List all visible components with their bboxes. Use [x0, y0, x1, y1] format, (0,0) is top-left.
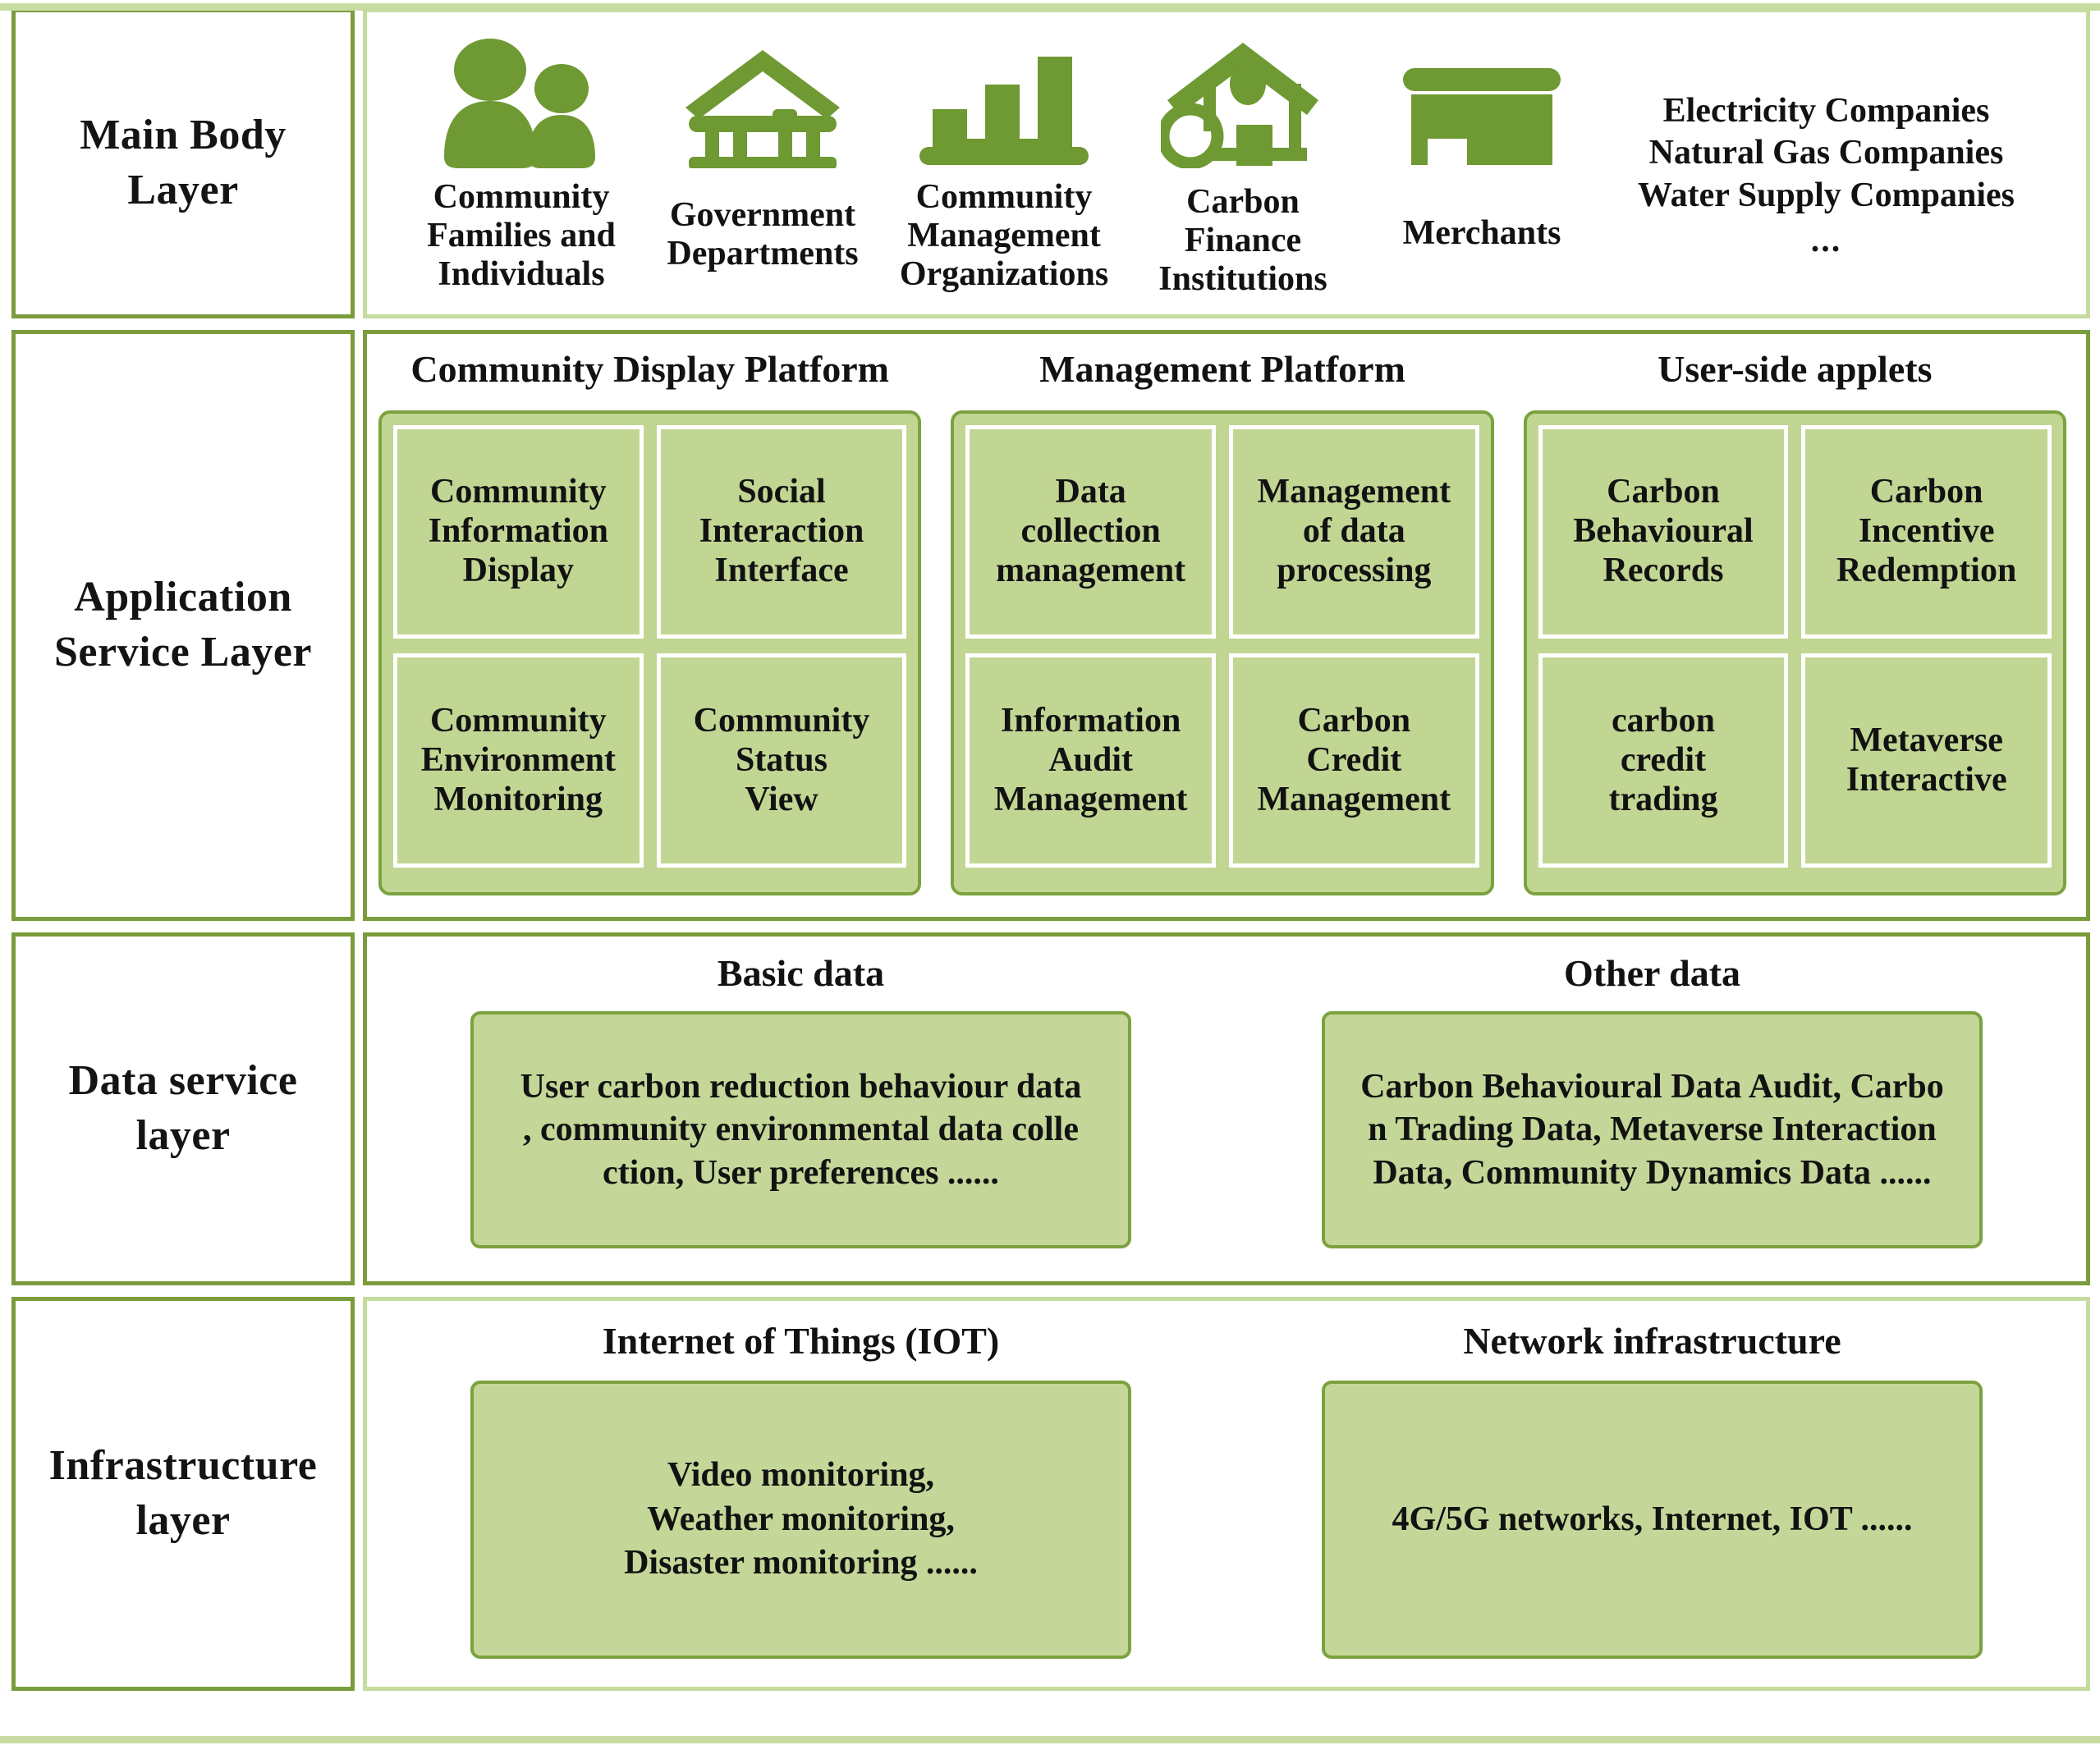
- data-group-content: User carbon reduction behaviour data , c…: [520, 1067, 1082, 1192]
- platform-title: Community Display Platform: [410, 348, 889, 390]
- data-group-other-data: Other data Carbon Behavioural Data Audit…: [1268, 951, 2037, 1248]
- module-group: Community Information Display Social Int…: [378, 410, 922, 895]
- utility-companies-text: Electricity Companies Natural Gas Compan…: [1638, 92, 2015, 214]
- actor-community-families[interactable]: Community Families and Individuals: [398, 30, 644, 294]
- module-label: Carbon Incentive Redemption: [1836, 473, 2017, 589]
- actor-label: Community Management Organizations: [899, 178, 1109, 294]
- infrastructure-groups: Internet of Things (IOT) Video monitorin…: [367, 1301, 2086, 1687]
- data-group-basic-data: Basic data User carbon reduction behavio…: [416, 951, 1185, 1248]
- infra-group-title: Network infrastructure: [1463, 1320, 1841, 1362]
- module-community-environment-monitoring[interactable]: Community Environment Monitoring: [393, 653, 644, 868]
- shop-icon: [1400, 30, 1564, 168]
- module-information-audit-management[interactable]: Information Audit Management: [965, 653, 1216, 868]
- bar-chart-icon: [918, 30, 1090, 168]
- layer-label-text: Data service layer: [68, 1057, 298, 1159]
- platform-title: Management Platform: [1039, 348, 1405, 390]
- data-groups: Basic data User carbon reduction behavio…: [367, 937, 2086, 1281]
- layer-label-application-service: Application Service Layer: [11, 330, 355, 921]
- utility-companies-list: Electricity Companies Natural Gas Compan…: [1638, 30, 2015, 304]
- module-group: Carbon Behavioural Records Carbon Incent…: [1523, 410, 2066, 895]
- actor-label: Government Departments: [667, 196, 859, 273]
- data-group-content: Carbon Behavioural Data Audit, Carbo n T…: [1360, 1067, 1944, 1192]
- module-group: Data collection management Management of…: [951, 410, 1494, 895]
- house-leaf-icon: [1161, 30, 1325, 168]
- platform-user-side-applets: User-side applets Carbon Behavioural Rec…: [1523, 348, 2066, 895]
- data-group-title: Other data: [1563, 952, 1741, 994]
- module-label: Carbon Credit Management: [1257, 701, 1451, 818]
- module-carbon-behavioural-records[interactable]: Carbon Behavioural Records: [1538, 424, 1789, 639]
- actor-merchants[interactable]: Merchants: [1375, 30, 1589, 253]
- layer-label-main-body: Main Body Layer: [11, 8, 355, 318]
- platform-community-display: Community Display Platform Community Inf…: [378, 348, 922, 895]
- layer-body-infrastructure: Internet of Things (IOT) Video monitorin…: [363, 1297, 2090, 1691]
- data-group-title: Basic data: [717, 952, 885, 994]
- government-building-icon: [681, 30, 845, 168]
- actor-label: Community Families and Individuals: [427, 178, 616, 294]
- module-label: Data collection management: [996, 473, 1186, 589]
- layer-main-body: Main Body Layer Community Families and I…: [11, 8, 2090, 318]
- module-management-of-data-processing[interactable]: Management of data processing: [1228, 424, 1479, 639]
- top-accent-band: [0, 3, 2100, 11]
- module-label: Community Status View: [693, 701, 870, 818]
- module-community-information-display[interactable]: Community Information Display: [393, 424, 644, 639]
- layer-infrastructure: Infrastructure layer Internet of Things …: [11, 1297, 2090, 1691]
- utility-companies-ellipsis: ...: [1810, 221, 1842, 259]
- module-metaverse-interactive[interactable]: Metaverse Interactive: [1801, 653, 2052, 868]
- module-label: Carbon Behavioural Records: [1573, 473, 1754, 589]
- layer-application-service: Application Service Layer Community Disp…: [11, 330, 2090, 921]
- actor-government-departments[interactable]: Government Departments: [648, 30, 878, 273]
- module-label: carbon credit trading: [1608, 701, 1718, 818]
- layer-body-main-body: Community Families and Individuals: [363, 8, 2090, 318]
- layer-label-text: Application Service Layer: [53, 574, 313, 676]
- infra-group-network: Network infrastructure 4G/5G networks, I…: [1268, 1319, 2037, 1659]
- module-data-collection-management[interactable]: Data collection management: [965, 424, 1216, 639]
- platform-columns: Community Display Platform Community Inf…: [367, 334, 2086, 917]
- module-label: Social Interaction Interface: [699, 473, 864, 589]
- infra-group-iot: Internet of Things (IOT) Video monitorin…: [416, 1319, 1185, 1659]
- actor-carbon-finance-institutions[interactable]: Carbon Finance Institutions: [1132, 30, 1354, 299]
- infra-group-box[interactable]: Video monitoring, Weather monitoring, Di…: [470, 1381, 1132, 1659]
- module-label: Management of data processing: [1257, 473, 1451, 589]
- layer-data-service: Data service layer Basic data User carbo…: [11, 932, 2090, 1285]
- layer-body-application-service: Community Display Platform Community Inf…: [363, 330, 2090, 921]
- actor-label: Merchants: [1402, 214, 1561, 252]
- platform-management: Management Platform Data collection mana…: [951, 348, 1494, 895]
- infra-group-content: Video monitoring, Weather monitoring, Di…: [624, 1455, 978, 1582]
- layer-label-text: Main Body Layer: [80, 112, 287, 213]
- module-carbon-incentive-redemption[interactable]: Carbon Incentive Redemption: [1801, 424, 2052, 639]
- platform-title: User-side applets: [1658, 348, 1933, 390]
- module-label: Information Audit Management: [993, 701, 1188, 818]
- layer-label-text: Infrastructure layer: [48, 1442, 318, 1544]
- module-label: Metaverse Interactive: [1846, 721, 2007, 799]
- layer-label-infrastructure: Infrastructure layer: [11, 1297, 355, 1691]
- module-carbon-credit-trading[interactable]: carbon credit trading: [1538, 653, 1789, 868]
- infra-group-title: Internet of Things (IOT): [602, 1320, 1000, 1362]
- module-community-status-view[interactable]: Community Status View: [656, 653, 907, 868]
- bottom-accent-band: [0, 1736, 2100, 1743]
- layer-body-data-service: Basic data User carbon reduction behavio…: [363, 932, 2090, 1285]
- module-carbon-credit-management[interactable]: Carbon Credit Management: [1228, 653, 1479, 868]
- data-group-box[interactable]: Carbon Behavioural Data Audit, Carbo n T…: [1321, 1011, 1983, 1248]
- module-label: Community Environment Monitoring: [420, 701, 616, 818]
- module-social-interaction-interface[interactable]: Social Interaction Interface: [656, 424, 907, 639]
- actor-community-management-organizations[interactable]: Community Management Organizations: [881, 30, 1127, 294]
- module-label: Community Information Display: [428, 473, 608, 589]
- infra-group-content: 4G/5G networks, Internet, IOT ......: [1392, 1500, 1913, 1538]
- actor-label: Carbon Finance Institutions: [1158, 183, 1327, 299]
- people-icon: [431, 30, 612, 168]
- data-group-box[interactable]: User carbon reduction behaviour data , c…: [470, 1011, 1132, 1248]
- actor-list: Community Families and Individuals: [367, 12, 2086, 314]
- layer-label-data-service: Data service layer: [11, 932, 355, 1285]
- infra-group-box[interactable]: 4G/5G networks, Internet, IOT ......: [1321, 1381, 1983, 1659]
